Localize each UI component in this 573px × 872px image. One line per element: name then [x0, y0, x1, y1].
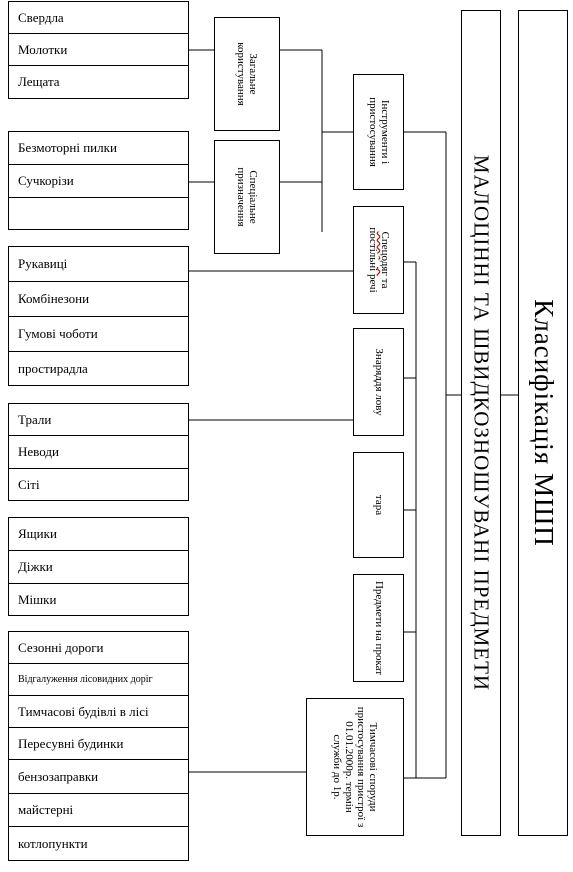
subcategory-general: Загальне користування: [214, 17, 280, 131]
leaf-item: майстерні: [8, 793, 189, 827]
leaf-item: Лещата: [8, 65, 189, 99]
leaf-item: Свердла: [8, 1, 189, 34]
leaf-item: Гумові чоботи: [8, 316, 189, 352]
leaf-item: котлопункти: [8, 826, 189, 861]
leaf-item: Мішки: [8, 583, 189, 616]
leaf-item: простирадла: [8, 351, 189, 386]
category-rental: Предмети на прокат: [353, 574, 404, 682]
leaf-item: бензозаправки: [8, 759, 189, 794]
subcategory-general-label: Загальне користування: [235, 42, 260, 106]
category-temporary-label: Тимчасові споруди пристосування пристрої…: [330, 706, 380, 828]
leaf-item: Сіті: [8, 468, 189, 501]
main-category-box: МАЛОЦІННІ ТА ШВИДКОЗНОШУВАНІ ПРЕДМЕТИ: [461, 10, 501, 836]
main-category-title: МАЛОЦІННІ ТА ШВИДКОЗНОШУВАНІ ПРЕДМЕТИ: [469, 154, 494, 692]
category-tara: тара: [353, 452, 404, 558]
leaf-item: Тимчасові будівлі в лісі: [8, 695, 189, 728]
category-instruments-label: Інструменти і пристосування: [366, 97, 391, 167]
leaf-item: [8, 197, 189, 230]
subcategory-special: Спеціальне призначення: [214, 140, 280, 254]
leaf-item: Пересувні будинки: [8, 727, 189, 760]
category-instruments: Інструменти і пристосування: [353, 74, 404, 190]
leaf-item: Комбінезони: [8, 281, 189, 317]
leaf-item: Безмоторні пилки: [8, 131, 189, 165]
category-temporary: Тимчасові споруди пристосування пристрої…: [306, 698, 404, 836]
leaf-item: Діжки: [8, 550, 189, 584]
leaf-item: Ящики: [8, 517, 189, 551]
root-box: Класифікація МШП: [518, 10, 568, 836]
category-special-clothing: Спецодяг та постільні речі: [353, 206, 404, 314]
subcategory-special-label: Спеціальне призначення: [235, 167, 260, 227]
leaf-item: Трали: [8, 403, 189, 436]
leaf-item: Неводи: [8, 435, 189, 469]
leaf-item: Сезонні дороги: [8, 631, 189, 664]
leaf-item: Молотки: [8, 33, 189, 66]
category-special-clothing-label: Спецодяг та постільні речі: [366, 212, 391, 308]
special-clothing-word: Спецодяг: [378, 231, 391, 276]
category-fishing-label: Знаряддя лову: [372, 348, 385, 416]
category-tara-label: тара: [372, 494, 385, 516]
category-fishing: Знаряддя лову: [353, 328, 404, 436]
root-title: Класифікація МШП: [528, 299, 559, 547]
category-rental-label: Предмети на прокат: [372, 580, 385, 676]
leaf-item: Сучкорізи: [8, 164, 189, 198]
leaf-item: Відгалуження лісовидних доріг: [8, 663, 189, 696]
leaf-item: Рукавиці: [8, 246, 189, 282]
